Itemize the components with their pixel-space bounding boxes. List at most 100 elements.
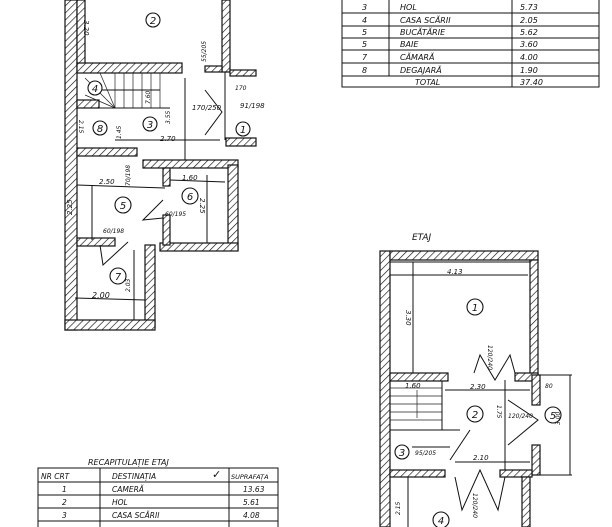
svg-text:5: 5 (120, 201, 126, 212)
staircase (84, 72, 170, 109)
upper-floor-recap-table: RECAPITULAȚIE ETAJ ✓ (37, 458, 279, 527)
svg-text:1: 1 (472, 303, 478, 314)
dim-room5-side: 3.00 (555, 411, 562, 425)
room-number-5: 5 (544, 406, 562, 424)
wall-room4-east (521, 476, 531, 527)
svg-text:5: 5 (550, 411, 556, 422)
dim-room5-door: 70/198 (125, 165, 132, 186)
table-row-area: 2.05 (520, 16, 538, 25)
dim-room1-side: 3.30 (404, 310, 412, 326)
dim-room3-width: 2.70 (160, 135, 176, 143)
table-row-name: BUCĂTĂRIE (400, 26, 446, 37)
dim-room3-door: 170/250 (192, 104, 222, 112)
dim-door-top: 55/205 (201, 41, 208, 62)
svg-text:8: 8 (97, 124, 103, 135)
dim-hall-side: 1.75 (495, 405, 502, 419)
wall-vestibule-south (225, 137, 257, 147)
dim-room1-door: 120/240 (486, 345, 493, 370)
door-swing (141, 199, 164, 221)
dim-line (169, 179, 226, 183)
table-row-nr: 8 (362, 66, 367, 75)
table-row-area: 5.61 (243, 498, 260, 507)
wall-north (389, 250, 539, 261)
recap-title: RECAPITULAȚIE ETAJ (88, 458, 169, 467)
dim-room4-side: 2.15 (77, 120, 84, 134)
table-row-nr: 2 (62, 498, 67, 507)
table-row-nr: 4 (362, 16, 367, 25)
svg-text:6: 6 (187, 192, 193, 203)
table-row-name: CASA SCĂRII (400, 14, 451, 25)
wall-room4-south (76, 147, 138, 157)
table-row-area: 3.60 (520, 40, 538, 49)
table-row-nr: 7 (362, 53, 368, 62)
svg-text:7: 7 (115, 272, 122, 283)
dim-room4-door: 1.45 (116, 125, 123, 139)
wall-room5-b (531, 444, 541, 476)
dim-room5-lower-door: 60/198 (103, 228, 124, 235)
dim-room4-door: 120/240 (471, 493, 478, 518)
dim-room1-top: 170 (235, 85, 247, 92)
dim-room5-side: 2.25 (66, 199, 74, 215)
dim-room5-door: 120/240 (508, 413, 533, 420)
wall-room7-east (144, 244, 156, 328)
table-row-area: 4.00 (520, 53, 538, 62)
wall-west (379, 250, 391, 527)
table-row-name: CAMERĂ (112, 485, 144, 494)
dim-line (76, 184, 166, 189)
wall-room5-a (531, 374, 541, 406)
room-number-2: 2 (145, 12, 161, 28)
room-number-4: 4 (432, 511, 450, 527)
room-number-8: 8 (92, 120, 108, 136)
table-total-value: 37.40 (520, 78, 543, 87)
ground-floor-plan: 2 4 3 8 1 5 6 7 3.20 55/205 170 91/198 7… (64, 0, 265, 331)
svg-text:1: 1 (240, 125, 246, 136)
wall-partition-56b (162, 214, 171, 246)
room-number-1: 1 (466, 298, 484, 316)
table-row-name: BAIE (400, 40, 419, 49)
door-swing (473, 353, 516, 381)
wall-room1-south-a (389, 372, 449, 382)
wall-east (529, 259, 539, 376)
wall-vestibule-north (229, 69, 257, 77)
staircase (390, 381, 460, 431)
room-number-3: 3 (394, 444, 410, 460)
room-number-7: 7 (109, 267, 127, 285)
table-row-area: 1.90 (520, 66, 538, 75)
upper-floor-title: ETAJ (412, 233, 432, 243)
room-number-2: 2 (466, 405, 484, 423)
room-number-4: 4 (87, 80, 103, 96)
table-header-destination: DESTINAȚIA (112, 472, 156, 481)
room-number-5: 5 (114, 196, 132, 214)
dim-stair-right: 7.60 (145, 90, 152, 104)
table-row-nr: 1 (62, 485, 67, 494)
upper-floor-plan: ETAJ (379, 233, 572, 527)
check-mark: ✓ (212, 468, 221, 481)
dim-room5-width: 2.50 (99, 178, 115, 186)
table-row-name: DEGAJARĂ (400, 64, 442, 75)
dim-room3-side: 3.55 (165, 110, 172, 124)
dim-room3-door: 95/205 (415, 450, 436, 457)
svg-text:4: 4 (92, 84, 98, 95)
dim-hall-width: 2.30 (470, 383, 486, 391)
svg-text:4: 4 (438, 516, 444, 527)
table-row-nr: 5 (362, 40, 367, 49)
table-total-label: TOTAL (415, 78, 440, 87)
table-row-name: HOL (400, 3, 417, 12)
table-header-nr: NR CRT (41, 472, 71, 481)
dim-room6-door: 60/195 (165, 211, 186, 218)
table-row-nr: 3 (62, 511, 67, 520)
wall-door-jamb (204, 65, 223, 73)
dim-room1-door: 91/198 (240, 102, 265, 110)
dim-room6-width: 1.60 (182, 174, 198, 182)
dim-room1-width: 4.13 (447, 268, 463, 276)
wall-room7-north (76, 237, 116, 247)
room-number-3: 3 (142, 116, 158, 132)
wall-south (64, 319, 156, 331)
wall-room6-south (159, 242, 239, 252)
table-row-name: HOL (112, 498, 128, 507)
wall-room6-east (227, 164, 239, 251)
wall-stair-landing (76, 99, 100, 109)
dim-room4-side: 2.15 (395, 501, 402, 515)
dim-room6-side: 2.25 (198, 198, 206, 214)
table-row-nr: 5 (362, 28, 367, 37)
